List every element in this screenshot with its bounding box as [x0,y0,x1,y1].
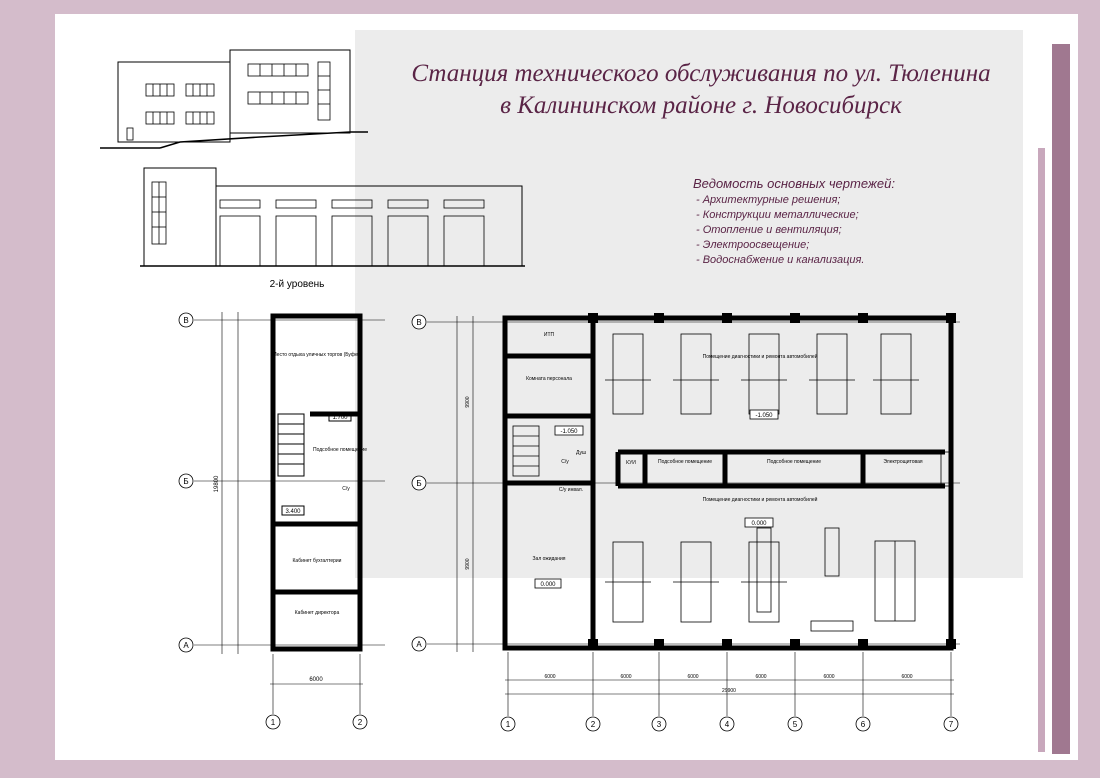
axis-label: 3 [657,720,662,729]
axis-label: 5 [793,720,798,729]
axis-label: 2 [358,718,363,727]
room-label: Кабинет бухгалтерии [293,558,342,564]
room-label: Подсобное помещение [658,459,712,465]
title-line-1: Станция технического обслуживания по ул.… [411,60,991,87]
axis-label: 1 [271,718,276,727]
axis-label: В [183,316,188,325]
room-label: Зал ожидания [533,556,566,562]
level-mark: 1.700 [332,415,348,421]
drawings-list: Ведомость основных чертежей: - Архитекту… [693,176,895,268]
axis-label: Б [183,477,188,486]
floor-plan-level-1: В Б А 1 2 3 4 5 6 7 6000 6000 6000 6000 … [411,313,960,732]
dimension-label: 9900 [465,558,471,569]
room-label: Помещение диагностики и ремонта автомоби… [703,496,818,503]
dimension-label: 9900 [465,396,471,407]
room-label: С/у [561,459,569,465]
dimension-label: 6000 [309,677,323,683]
facade-elevation-bottom [140,167,525,267]
title-line-2: в Калининском районе г. Новосибирск [500,92,902,119]
dimension-label: 6000 [901,674,912,680]
room-label: Кабинет директора [295,610,340,616]
axis-label: 2 [591,720,596,729]
axis-label: А [183,641,189,650]
dimension-label: 6000 [620,674,631,680]
dimension-label: 29900 [722,688,736,694]
room-label: Подсобное помещение [767,459,821,465]
room-label: Душ [576,450,586,456]
drawings-list-heading: Ведомость основных чертежей: [693,176,895,191]
room-label: Помещение диагностики и ремонта автомоби… [703,353,818,360]
dimension-label: 6000 [755,674,766,680]
plan-small-title: 2-й уровень [270,279,325,290]
level-mark: -1.050 [755,413,773,419]
dimension-label: 6000 [544,674,555,680]
drawings-list-item: - Конструкции металлические; [696,209,859,221]
axis-label: В [416,318,421,327]
decorative-bar-light [1038,148,1045,752]
drawings-list-item: - Электроосвещение; [696,239,810,251]
axis-label: 1 [506,720,511,729]
axis-label: 7 [949,720,954,729]
axis-label: 6 [861,720,866,729]
level-mark: 3.400 [285,509,301,515]
drawings-list-item: - Отопление и вентиляция; [696,224,842,236]
room-label: С/у [342,486,350,492]
dimension-label: 6000 [687,674,698,680]
axis-label: А [416,640,422,649]
floor-plan-level-2: 2-й уровень В Б А 1 2 6000 19800 [178,279,385,730]
page-title: Станция технического обслуживания по ул.… [356,58,1046,122]
level-mark: 0.000 [751,521,767,527]
room-label: Комната персонала [526,376,572,382]
axis-label: 4 [725,720,730,729]
room-label: КУИ [626,460,636,466]
axis-label: Б [416,479,421,488]
drawings-list-item: - Водоснабжение и канализация. [696,254,865,266]
room-label: Подсобное помещение [313,447,367,453]
dimension-label: 19800 [214,475,220,492]
facade-elevation-top [100,49,368,149]
level-mark: 0.000 [540,582,556,588]
level-mark: -1.050 [560,429,578,435]
room-label: ИТП [544,332,555,338]
drawings-list-item: - Архитектурные решения; [696,194,841,206]
decorative-bar [1052,44,1070,754]
room-label: Место отдыха уличных торгов (Буфет) [272,352,361,358]
dimension-label: 6000 [823,674,834,680]
room-label: С/у инвал. [559,487,583,493]
room-label: Электрощитовая [883,459,923,465]
